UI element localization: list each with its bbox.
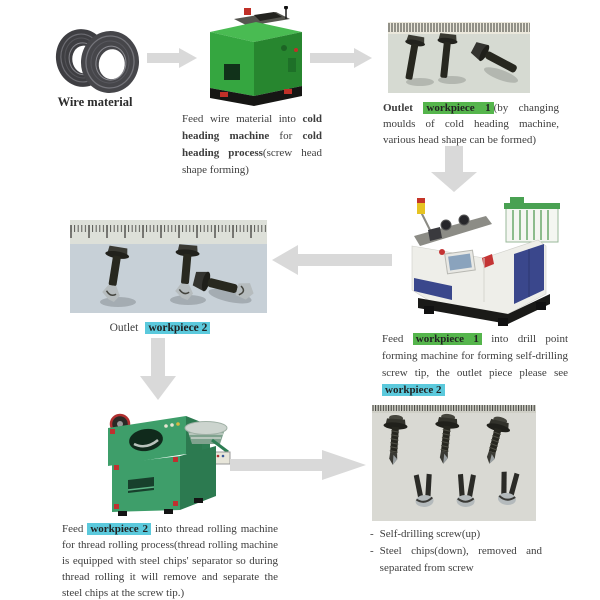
workpiece-2-highlight: workpiece 2 xyxy=(145,322,211,334)
arrow-down-icon xyxy=(140,338,176,400)
caption-text: Feed wire material into xyxy=(182,113,303,125)
workpiece-2-screw xyxy=(102,245,130,302)
caption-text: Steel chips(down), removed and separated… xyxy=(379,545,542,574)
steel-chip xyxy=(497,471,520,505)
workpiece-1-highlight: workpiece 1 xyxy=(423,102,494,114)
wire-coil-front xyxy=(80,31,140,93)
arrow-right-icon xyxy=(147,48,197,68)
workpiece-2-highlight: workpiece 2 xyxy=(382,384,445,396)
machine-base xyxy=(418,294,550,326)
steel-chip xyxy=(456,473,476,507)
caption-text: Feed xyxy=(382,333,413,345)
ruler xyxy=(388,22,530,34)
caption-drill-point: Feed workpiece 1 into drill point formin… xyxy=(382,331,568,399)
caption-cold-heading: Feed wire material into cold heading mac… xyxy=(182,111,322,179)
caption-text: Outlet xyxy=(109,322,139,334)
caption-text: into thread rolling machine for thread r… xyxy=(62,523,279,599)
arrow-down-icon xyxy=(431,146,477,192)
machine-top-parts xyxy=(234,6,290,26)
final-product-list: - Self-drilling screw(up) - Steel chips(… xyxy=(370,526,542,577)
wire-coil-image xyxy=(55,29,140,93)
machine-base xyxy=(210,86,302,106)
screw-blank xyxy=(405,34,425,80)
final-product-photo xyxy=(372,405,536,521)
arrow-right-icon xyxy=(230,450,366,480)
ruler xyxy=(372,405,536,413)
machine-body xyxy=(411,239,547,315)
self-drilling-screw xyxy=(383,414,408,465)
beacon-light xyxy=(417,198,431,231)
bullet: - xyxy=(370,545,374,557)
caption-text: (by changing moulds of cold heading mach… xyxy=(383,102,559,146)
drill-point-machine-image xyxy=(411,197,560,326)
cold-heading-machine-image xyxy=(210,6,302,106)
caption-text: (screw head shape forming) xyxy=(182,147,322,176)
workpiece-2-highlight: workpiece 2 xyxy=(87,523,152,535)
forming-arm xyxy=(414,214,492,246)
self-drilling-screw xyxy=(435,413,460,464)
thread-rolling-machine-image xyxy=(108,413,231,516)
screw-blank xyxy=(437,33,458,78)
caption-thread-rolling: Feed workpiece 2 into thread rolling mac… xyxy=(62,521,278,600)
caption-text: into drill point forming machine for for… xyxy=(382,333,568,379)
list-item: - Self-drilling screw(up) xyxy=(370,526,542,543)
workpiece-2-screw xyxy=(175,244,200,301)
wire-material-label: Wire material xyxy=(57,95,133,109)
arrow-right-icon xyxy=(310,48,372,68)
cabinet xyxy=(112,446,216,516)
caption-text: Feed xyxy=(62,523,88,535)
ruler xyxy=(70,220,267,244)
caption-text: Self-drilling screw(up) xyxy=(379,528,481,540)
caption-bold-text: Outlet xyxy=(383,102,424,114)
caption-text: for xyxy=(269,130,303,142)
bullet: - xyxy=(370,528,374,540)
workpiece-1-highlight: workpiece 1 xyxy=(412,333,482,345)
label-outlet-workpiece-2: Outlet workpiece 2 xyxy=(60,322,260,334)
steel-chip xyxy=(413,473,434,507)
list-item: - Steel chips(down), removed and separat… xyxy=(370,543,542,577)
workpiece-1-photo xyxy=(388,22,530,93)
caption-bold-text: cold heading process xyxy=(182,130,323,159)
caption-bold-text: cold heading machine xyxy=(182,113,322,142)
screw-blank-lying xyxy=(470,42,517,73)
feeder-rack xyxy=(504,197,560,243)
caption-workpiece-1: Outlet workpiece 1(by changing moulds of… xyxy=(383,100,559,148)
self-drilling-screw xyxy=(486,416,510,464)
workpiece-2-screw-lying xyxy=(192,271,254,300)
arrow-left-icon xyxy=(272,245,392,275)
workpiece-2-photo xyxy=(70,220,267,313)
machine-body xyxy=(210,22,302,96)
